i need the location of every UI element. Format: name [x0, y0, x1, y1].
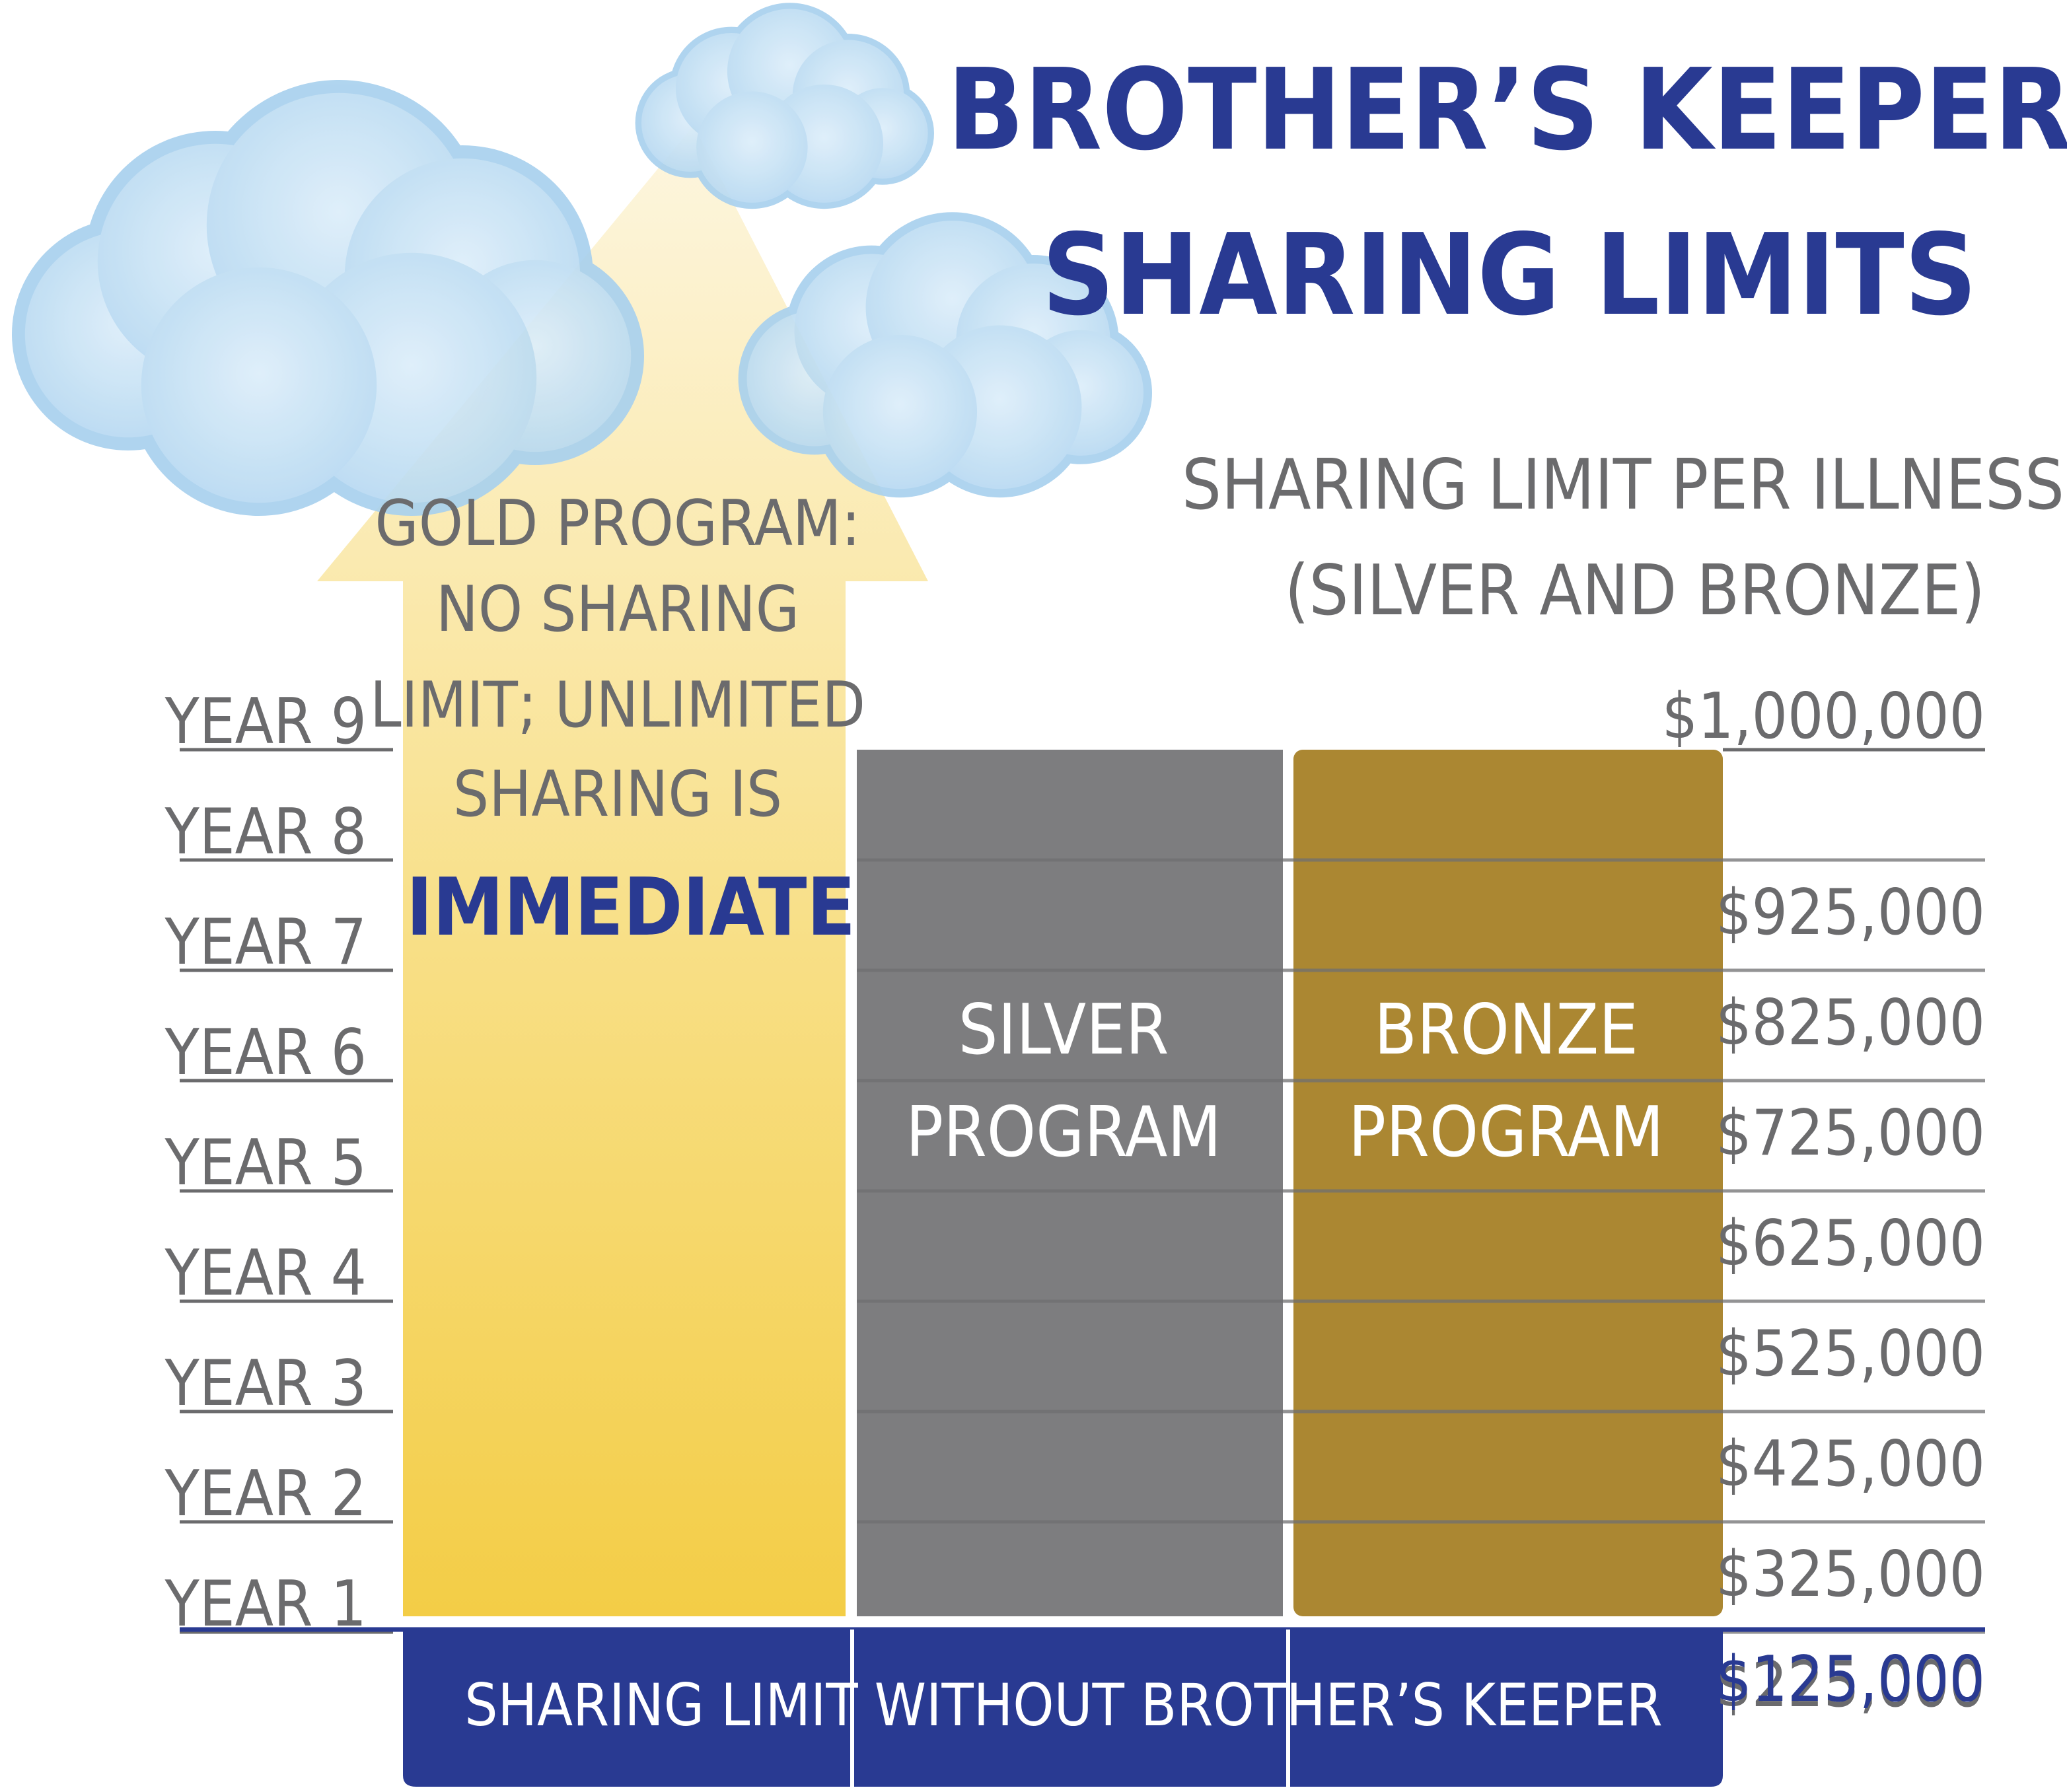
silver-program-label: PROGRAM	[906, 1092, 1221, 1172]
baseline-value-label: $125,000	[1716, 1643, 1985, 1716]
gold-program-highlight: IMMEDIATE	[406, 862, 855, 954]
silver-program-label: SILVER	[959, 989, 1169, 1070]
year-label: YEAR 2	[164, 1458, 367, 1530]
year-label: YEAR 1	[164, 1568, 367, 1641]
sharing-limit-label: $525,000	[1716, 1318, 1985, 1390]
value-axis-title-line: SHARING LIMIT PER ILLNESS	[1182, 445, 2064, 525]
sharing-limit-label: $425,000	[1716, 1428, 1985, 1501]
year-label: YEAR 8	[164, 796, 367, 869]
gold-program-text: GOLD PROGRAM:	[375, 487, 861, 560]
silver-program-bar	[857, 750, 1283, 1616]
year-label: YEAR 9	[164, 686, 367, 758]
bronze-program-label: BRONZE	[1374, 989, 1638, 1070]
gold-program-text: NO SHARING	[436, 573, 799, 646]
year-label: YEAR 4	[164, 1237, 367, 1310]
sharing-limit-label: $225,000	[1716, 1649, 1985, 1721]
cloud-right	[738, 212, 1152, 498]
sharing-limit-label: $1,000,000	[1662, 680, 1985, 753]
year-label: YEAR 3	[164, 1347, 367, 1420]
value-axis-title-line: (SILVER AND BRONZE)	[1285, 550, 1985, 631]
sharing-limit-label: $925,000	[1716, 877, 1985, 949]
baseline-bar	[403, 1630, 1723, 1787]
chart-title-line: SHARING LIMITS	[1042, 210, 1977, 341]
year-label: YEAR 6	[164, 1017, 367, 1089]
year-label: YEAR 7	[164, 906, 367, 979]
gold-program-text: SHARING IS	[453, 758, 782, 831]
chart-title-line: BROTHER’S KEEPER	[947, 45, 2067, 176]
gold-program-text: LIMIT; UNLIMITED	[370, 669, 865, 742]
sharing-limit-label: $725,000	[1716, 1097, 1985, 1170]
cloud-top	[635, 3, 934, 209]
year-label: YEAR 5	[164, 1127, 367, 1200]
sharing-limit-label: $825,000	[1716, 987, 1985, 1059]
baseline-label: SHARING LIMIT WITHOUT BROTHER’S KEEPER	[464, 1671, 1663, 1739]
cloud-left	[11, 79, 644, 516]
sharing-limit-label: $325,000	[1716, 1538, 1985, 1611]
bronze-program-bar	[1293, 750, 1723, 1616]
sharing-limit-label: $625,000	[1716, 1207, 1985, 1280]
bronze-program-label: PROGRAM	[1348, 1092, 1664, 1172]
